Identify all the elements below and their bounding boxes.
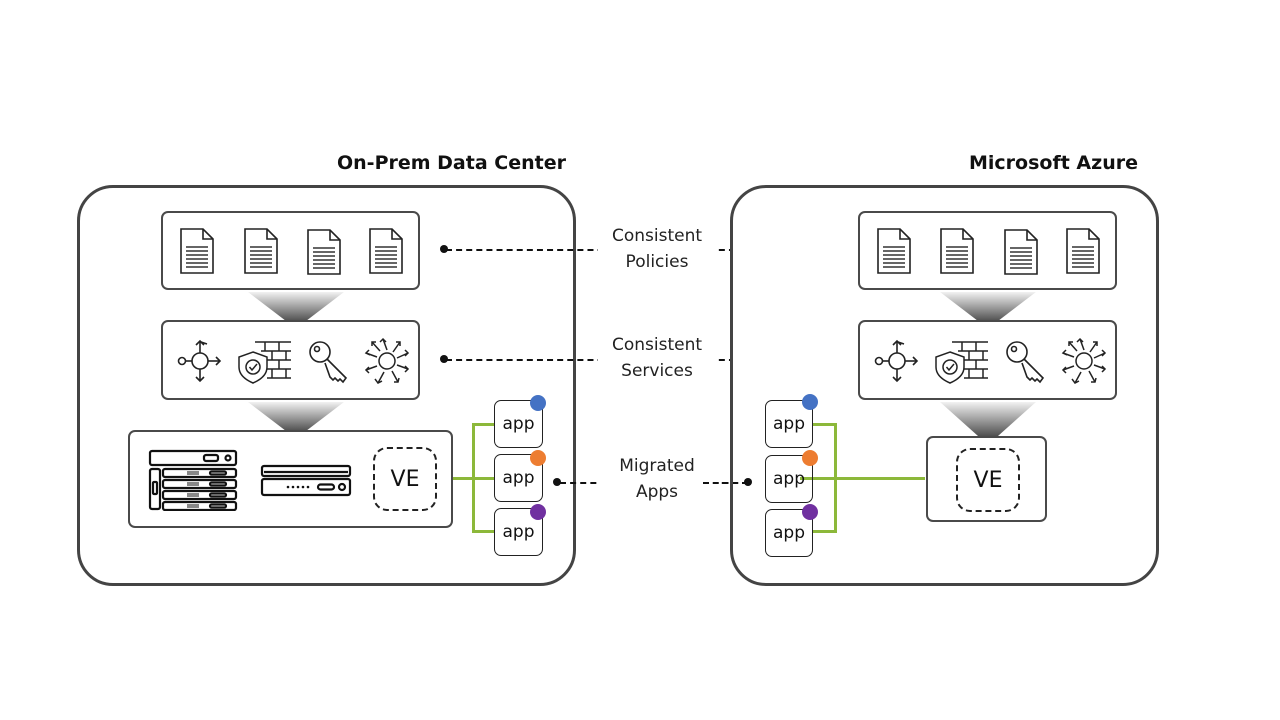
- ddos-burst-icon: [1059, 336, 1109, 386]
- apps-connector-line-right: [703, 482, 748, 484]
- onprem-app-2-badge: [530, 450, 546, 466]
- onprem-services-box: [161, 320, 420, 400]
- azure-app-link-3: [813, 530, 837, 533]
- document-icon: [876, 227, 912, 275]
- document-icon: [939, 227, 975, 275]
- label-line: Apps: [635, 482, 679, 502]
- onprem-policies-box: [161, 211, 420, 290]
- onprem-app-link-1: [472, 423, 495, 426]
- onprem-app-1[interactable]: app: [494, 400, 543, 448]
- onprem-hardware-box: VE: [128, 430, 453, 528]
- label-line: Migrated: [619, 456, 695, 476]
- connector-endpoint: [440, 245, 448, 253]
- azure-app-2-badge: [802, 450, 818, 466]
- services-connector-label: Consistent Services: [598, 332, 716, 384]
- azure-app-3-badge: [802, 504, 818, 520]
- key-icon: [1005, 339, 1049, 385]
- onprem-app-1-badge: [530, 395, 546, 411]
- azure-funnel-arrow-1: [940, 292, 1036, 321]
- azure-funnel-arrow-2: [940, 402, 1036, 436]
- key-icon: [308, 339, 352, 385]
- onprem-app-link-3: [472, 530, 495, 533]
- connector-endpoint: [744, 478, 752, 486]
- azure-title: Microsoft Azure: [969, 152, 1138, 174]
- app-label: app: [773, 523, 805, 543]
- onprem-app-bracket: [472, 423, 475, 532]
- azure-app-link-1: [813, 423, 837, 426]
- traffic-routing-icon: [874, 338, 920, 384]
- azure-app-3[interactable]: app: [765, 509, 813, 557]
- onprem-funnel-arrow-2: [248, 402, 344, 431]
- traffic-routing-icon: [177, 338, 223, 384]
- ddos-burst-icon: [362, 336, 412, 386]
- azure-app-bracket: [834, 423, 837, 532]
- onprem-title: On-Prem Data Center: [337, 152, 566, 174]
- document-icon: [1065, 227, 1101, 275]
- azure-ve-box: VE: [926, 436, 1047, 522]
- document-icon: [179, 227, 215, 275]
- label-line: Consistent: [611, 226, 703, 246]
- label-line: Services: [621, 361, 693, 381]
- document-icon: [243, 227, 279, 275]
- azure-services-box: [858, 320, 1117, 400]
- apps-connector-label: Migrated Apps: [600, 453, 714, 505]
- azure-app-2[interactable]: app: [765, 455, 813, 503]
- onprem-app-3-badge: [530, 504, 546, 520]
- connector-endpoint: [440, 355, 448, 363]
- document-icon: [368, 227, 404, 275]
- app-label: app: [773, 414, 805, 434]
- azure-app-1-badge: [802, 394, 818, 410]
- azure-ve-link: [800, 477, 925, 480]
- policies-connector-label: Consistent Policies: [598, 223, 716, 275]
- document-icon: [1003, 228, 1039, 276]
- onprem-funnel-arrow-1: [248, 292, 344, 321]
- app-label: app: [502, 522, 535, 542]
- appliance-icon: [260, 464, 352, 497]
- server-rack-icon: [148, 449, 238, 511]
- app-label: app: [773, 469, 805, 489]
- azure-policies-box: [858, 211, 1117, 290]
- app-label: app: [502, 468, 535, 488]
- document-icon: [306, 228, 342, 276]
- label-line: Consistent: [611, 335, 703, 355]
- firewall-shield-icon: [237, 339, 293, 385]
- azure-container-edge: [730, 470, 733, 494]
- connector-endpoint: [553, 478, 561, 486]
- onprem-ve-instance[interactable]: VE: [373, 447, 437, 511]
- firewall-shield-icon: [934, 339, 990, 385]
- azure-ve-instance[interactable]: VE: [956, 448, 1020, 512]
- label-line: Policies: [625, 252, 689, 272]
- app-label: app: [502, 414, 535, 434]
